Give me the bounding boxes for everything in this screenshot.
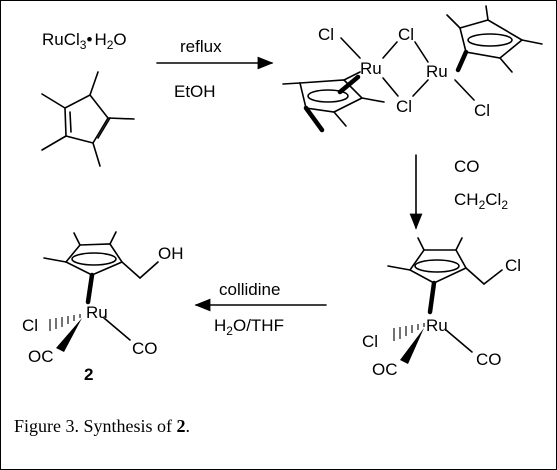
product-number: 2	[84, 365, 93, 384]
product-cl: Cl	[22, 316, 38, 335]
dimer-cl-bottom-right: Cl	[474, 101, 490, 120]
dimer-ru-right: Ru	[426, 62, 448, 81]
intermediate-co-left: OC	[372, 360, 398, 379]
step3-condition-top: collidine	[219, 280, 280, 299]
dimer-cl-top-mid: Cl	[398, 25, 414, 44]
step2-condition-bottom: CH2Cl2	[454, 190, 508, 212]
ruthenium-dimer	[282, 5, 543, 133]
product-co-left: OC	[28, 347, 54, 366]
step1-condition-top: reflux	[180, 37, 222, 56]
step3-condition-bottom: H2O/THF	[214, 316, 284, 338]
hashed-bond-intermediate	[393, 323, 425, 341]
rucl3-hydrate-label: RuCl3•H2O	[42, 30, 127, 52]
hashed-bond-product	[49, 314, 81, 331]
chloromethyl-complex	[387, 237, 503, 364]
intermediate-ru: Ru	[426, 316, 448, 335]
product-complex	[43, 231, 159, 352]
cp-star-h-molecule	[41, 71, 135, 167]
intermediate-cl-metal: Cl	[362, 332, 378, 351]
step1-condition-bottom: EtOH	[174, 82, 216, 101]
product-co-right: CO	[132, 339, 158, 358]
product-oh: OH	[158, 244, 184, 263]
intermediate-cl-side: Cl	[505, 256, 521, 275]
intermediate-co-right: CO	[476, 350, 502, 369]
product-ru: Ru	[86, 303, 108, 322]
dimer-cl-bottom-mid: Cl	[396, 97, 412, 116]
step2-condition-top: CO	[454, 157, 480, 176]
dimer-ru-left: Ru	[360, 59, 382, 78]
figure-caption: Figure 3. Synthesis of 2.	[14, 416, 190, 436]
dimer-cl-top-left: Cl	[318, 25, 334, 44]
